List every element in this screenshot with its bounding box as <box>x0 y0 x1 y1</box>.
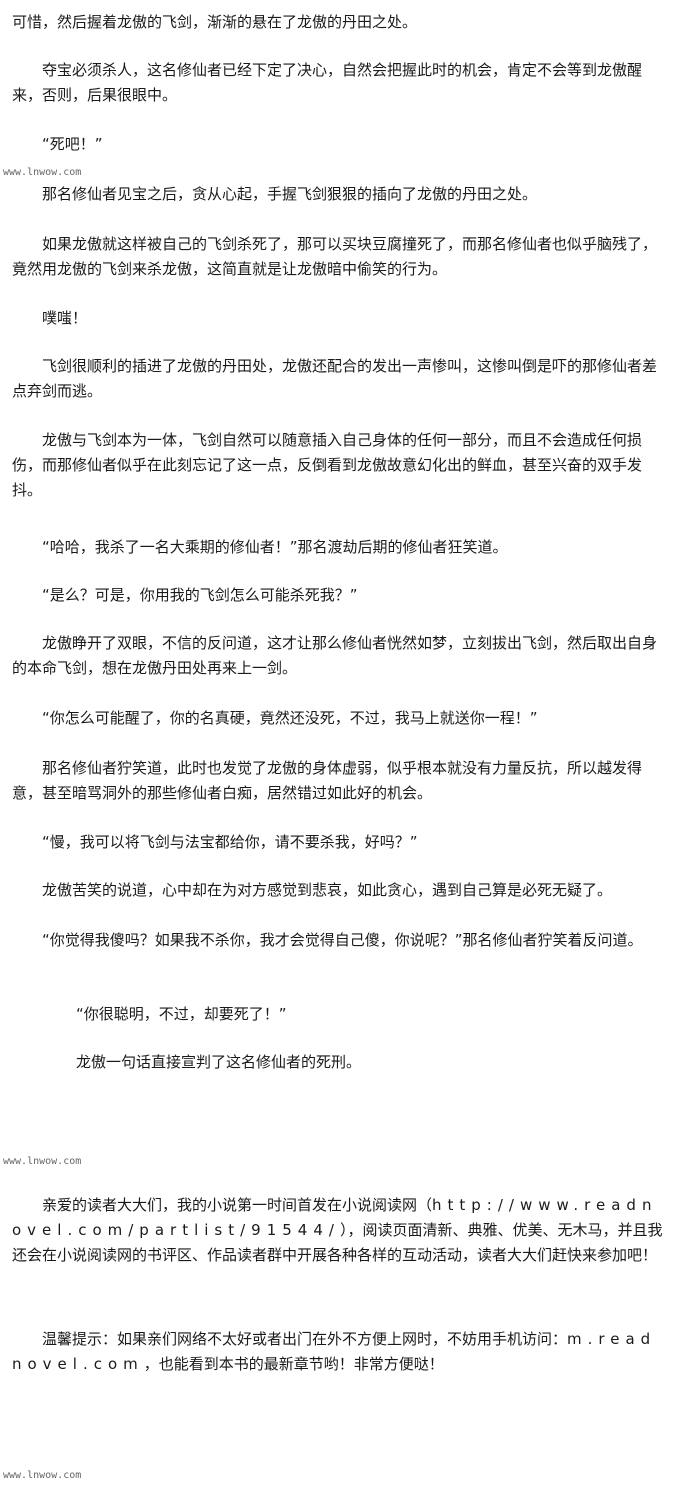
tip-text: ，也能看到本书的最新章节哟！非常方便哒！ <box>143 1355 444 1373</box>
paragraph: 可惜，然后握着龙傲的飞剑，渐渐的悬在了龙傲的丹田之处。 <box>12 13 418 31</box>
author-notice: 亲爱的读者大大们，我的小说第一时间首发在小说阅读网（http://www.rea… <box>12 1193 670 1268</box>
tip-url: adnovel.com <box>12 1330 657 1373</box>
watermark: www.lnwow.com <box>3 1156 82 1167</box>
paragraph: 噗嗤！ <box>42 309 88 327</box>
paragraph: “是么？可是，你用我的飞剑怎么可能杀死我？” <box>42 586 358 604</box>
tip-url: m.re <box>567 1330 626 1348</box>
paragraph: 龙傲睁开了双眼，不信的反问道，这才让那么修仙者恍然如梦，立刻拔出飞剑，然后取出自… <box>12 634 658 677</box>
notice-text: 亲爱的读者大大们，我的小说第一时间首发在小说阅读网（ <box>42 1196 433 1214</box>
paragraph: 龙傲与飞剑本为一体，飞剑自然可以随意插入自己身体的任何一部分，而且不会造成任何损… <box>12 431 643 499</box>
paragraph: “慢，我可以将飞剑与法宝都给你，请不要杀我，好吗？” <box>42 833 418 851</box>
paragraph: 那名修仙者狞笑道，此时也发觉了龙傲的身体虚弱，似乎根本就没有力量反抗，所以越发得… <box>12 759 643 802</box>
paragraph: “你觉得我傻吗？如果我不杀你，我才会觉得自己傻，你说呢？”那名修仙者狞笑着反问道… <box>42 931 643 949</box>
paragraph: 龙傲一句话直接宣判了这名修仙者的死刑。 <box>76 1053 362 1071</box>
paragraph: “你很聪明，不过，却要死了！” <box>76 1005 287 1023</box>
paragraph: 那名修仙者见宝之后，贪从心起，手握飞剑狠狠的插向了龙傲的丹田之处。 <box>42 185 538 203</box>
warm-tip: 温馨提示：如果亲们网络不太好或者出门在外不方便上网时，不妨用手机访问：m.rea… <box>12 1327 670 1377</box>
notice-url: adnovel.com/partlist/91544/ <box>12 1196 658 1239</box>
paragraph: “死吧！” <box>42 135 103 153</box>
paragraph: “你怎么可能醒了，你的名真硬，竟然还没死，不过，我马上就送你一程！” <box>42 709 538 727</box>
clipped-previous-line <box>12 0 670 3</box>
paragraph: 如果龙傲就这样被自己的飞剑杀死了，那可以买块豆腐撞死了，而那名修仙者也似乎脑残了… <box>12 235 658 278</box>
notice-text: ），阅读页面清新、典雅、优美、无木马，并且我还会在小说阅读网的书评区、作品读者群… <box>12 1221 663 1264</box>
tip-text: 温馨提示：如果亲们网络不太好或者出门在外不方便上网时，不妨用手机访问： <box>42 1330 568 1348</box>
paragraph: 飞剑很顺利的插进了龙傲的丹田处，龙傲还配合的发出一声惨叫，这惨叫倒是吓的那修仙者… <box>12 357 658 400</box>
watermark: www.lnwow.com <box>3 167 82 178</box>
paragraph: 龙傲苦笑的说道，心中却在为对方感觉到悲哀，如此贪心，遇到自己算是必死无疑了。 <box>42 881 613 899</box>
paragraph: 夺宝必须杀人，这名修仙者已经下定了决心，自然会把握此时的机会，肯定不会等到龙傲醒… <box>12 61 643 104</box>
watermark: www.lnwow.com <box>3 1470 82 1481</box>
notice-url: http://www.re <box>432 1196 612 1214</box>
paragraph: “哈哈，我杀了一名大乘期的修仙者！”那名渡劫后期的修仙者狂笑道。 <box>42 538 508 556</box>
